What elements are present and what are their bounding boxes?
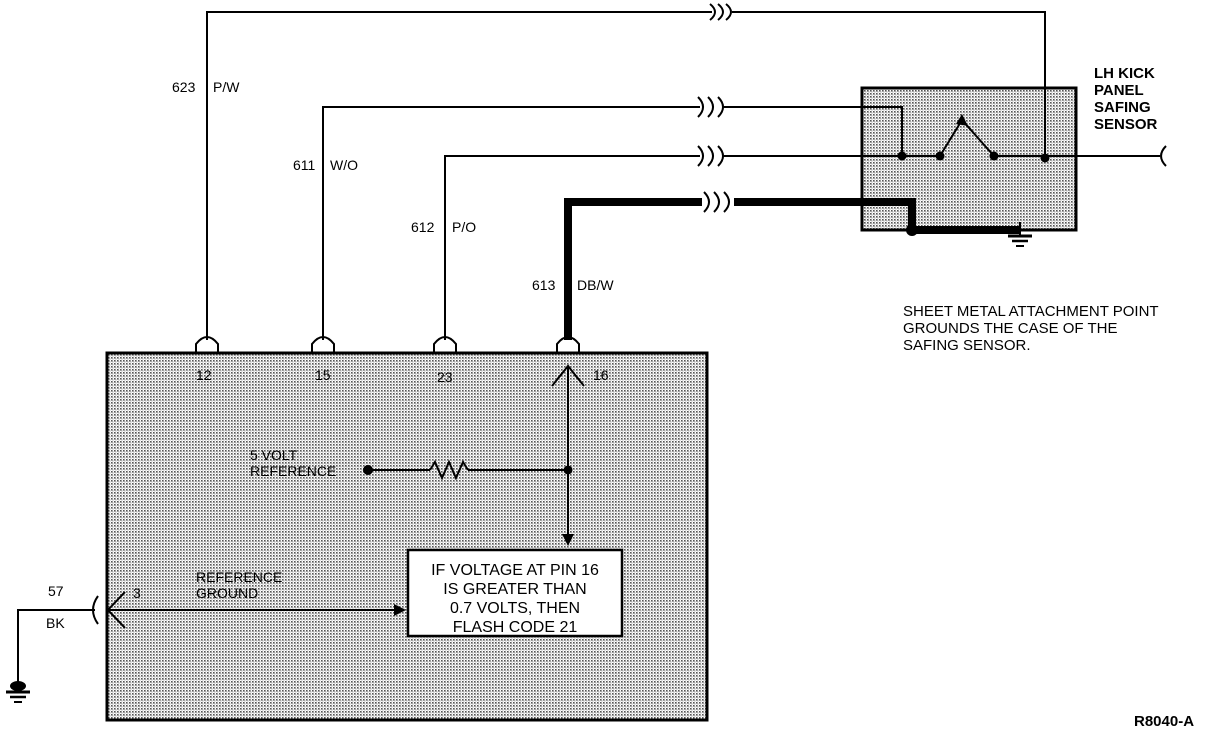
sensor-label-line4: SENSOR: [1094, 116, 1158, 133]
connector-pin-15: [311, 336, 335, 354]
logic-box-line3: 0.7 VOLTS, THEN: [450, 600, 580, 617]
connector-pin-23: [433, 336, 457, 354]
5v-reference-circuit: [363, 459, 568, 481]
reference-ground-label-line1: REFERENCE: [196, 569, 282, 585]
wire-611: [322, 96, 903, 340]
safing-sensor-box: [860, 86, 1078, 232]
connector-pin-16: [556, 336, 580, 354]
logic-box-line1: IF VOLTAGE AT PIN 16: [431, 562, 599, 579]
wire-57: [6, 595, 99, 703]
note-line3: SAFING SENSOR.: [903, 337, 1031, 354]
pin-15-label: 15: [315, 367, 331, 383]
wire-612-color: P/O: [452, 219, 476, 235]
wire-623-color: P/W: [213, 79, 240, 95]
reference-ground-label-line2: GROUND: [196, 585, 258, 601]
sensor-label-line1: LH KICK: [1094, 65, 1155, 82]
5v-reference-label-line1: 5 VOLT: [250, 447, 298, 463]
wire-57-number: 57: [48, 583, 64, 599]
pin-3-label: 3: [133, 585, 141, 601]
sensor-label-line2: PANEL: [1094, 82, 1144, 99]
wire-57-color: BK: [46, 615, 65, 631]
note-line1: SHEET METAL ATTACHMENT POINT: [903, 303, 1159, 320]
wire-623: [206, 3, 1046, 340]
wire-611-number: 611: [293, 157, 316, 173]
wire-611-color: W/O: [330, 157, 358, 173]
safing-switch: [897, 114, 1167, 167]
logic-box-line4: FLASH CODE 21: [453, 619, 578, 636]
pin-12-label: 12: [196, 367, 212, 383]
logic-box-line2: IS GREATER THAN: [443, 581, 586, 598]
wire-613: [564, 191, 916, 340]
sensor-case-ground: [906, 222, 1032, 247]
logic-box: [406, 548, 624, 638]
5v-reference-label-line2: REFERENCE: [250, 463, 336, 479]
pin-16-label: 16: [593, 367, 609, 383]
wire-613-number: 613: [532, 277, 556, 293]
reference-ground-circuit: [106, 591, 406, 629]
wire-613-color: DB/W: [577, 277, 614, 293]
diagnostic-module-box: [105, 351, 709, 722]
note-line2: GROUNDS THE CASE OF THE: [903, 320, 1117, 337]
figure-id: R8040-A: [1134, 713, 1194, 730]
wire-612-number: 612: [411, 219, 435, 235]
sensor-label-line3: SAFING: [1094, 99, 1151, 116]
connector-pin-12: [195, 336, 219, 354]
wire-623-number: 623: [172, 79, 196, 95]
pin-23-label: 23: [437, 369, 453, 385]
